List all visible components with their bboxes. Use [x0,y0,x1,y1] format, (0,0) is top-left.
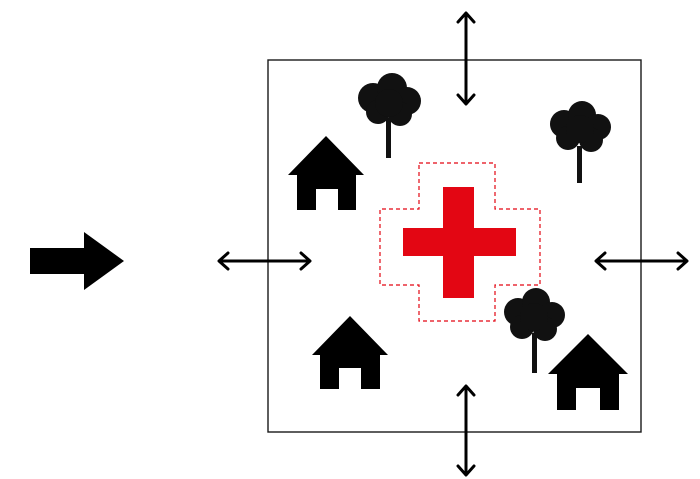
tree-icon [358,73,421,158]
medical-cross-icon [403,187,516,298]
house-icon [288,136,364,210]
double-arrow-left-icon [217,251,312,271]
house-icon [312,316,388,389]
cross-boundary [379,162,541,322]
area-frame [267,59,642,433]
tree-icon [504,288,565,373]
double-arrow-bottom-icon [456,384,476,477]
entry-arrow-icon [30,232,124,290]
double-arrow-right-icon [594,251,689,271]
double-arrow-top-icon [456,11,476,106]
tree-icon [550,101,611,183]
house-icon [548,334,628,410]
